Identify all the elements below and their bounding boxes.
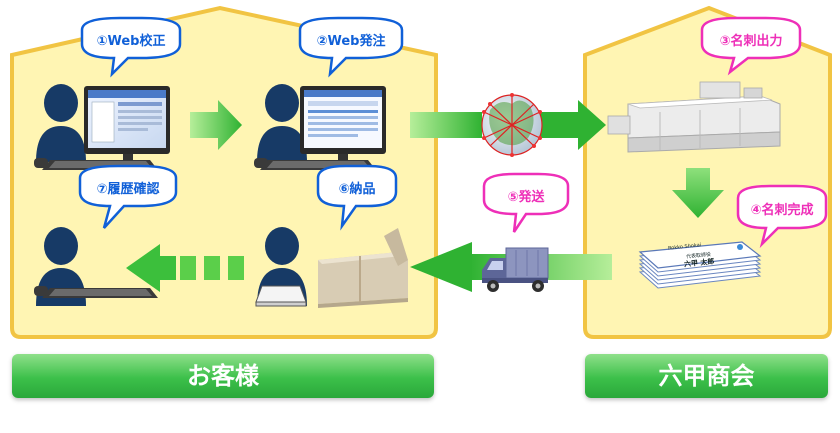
step-ship-label: ⑤発送 — [507, 190, 545, 205]
bubble-deliver — [316, 164, 398, 231]
printer-machine — [607, 81, 781, 153]
bubble-complete — [736, 184, 828, 249]
bubble-web-proof — [80, 16, 182, 78]
step-print-label: ③名刺出力 — [719, 34, 783, 49]
arrow-order-head — [578, 100, 606, 150]
bubble-web-order — [298, 16, 404, 78]
arrow-print-to-complete — [672, 168, 724, 218]
step-deliver-label: ⑥納品 — [338, 182, 376, 197]
arrow-proof-to-order — [190, 100, 242, 150]
customer-pc-order — [254, 84, 386, 170]
customer-receive — [255, 227, 307, 307]
business-card-stack — [638, 241, 762, 289]
step-history-label: ⑦履歴確認 — [96, 182, 160, 197]
customer-pc-history — [34, 227, 158, 306]
company-label: 六甲商会 — [585, 354, 828, 398]
internet-globe-icon — [481, 93, 543, 157]
bubble-print — [700, 16, 802, 76]
step-complete-label: ④名刺完成 — [750, 203, 814, 218]
delivery-truck-icon — [482, 247, 549, 292]
step-web-order-label: ②Web発注 — [316, 34, 386, 49]
bubble-history — [78, 164, 178, 229]
arrow-to-history — [126, 244, 244, 292]
arrow-order-shaft-right — [540, 112, 580, 138]
bubble-ship — [482, 172, 570, 233]
package-box — [318, 228, 408, 308]
arrow-ship-head — [410, 242, 472, 292]
customer-pc-proof — [34, 84, 170, 170]
step-web-proof-label: ①Web校正 — [96, 34, 166, 49]
customer-label: お客様 — [12, 354, 434, 398]
arrow-order-shaft-left — [410, 112, 482, 138]
